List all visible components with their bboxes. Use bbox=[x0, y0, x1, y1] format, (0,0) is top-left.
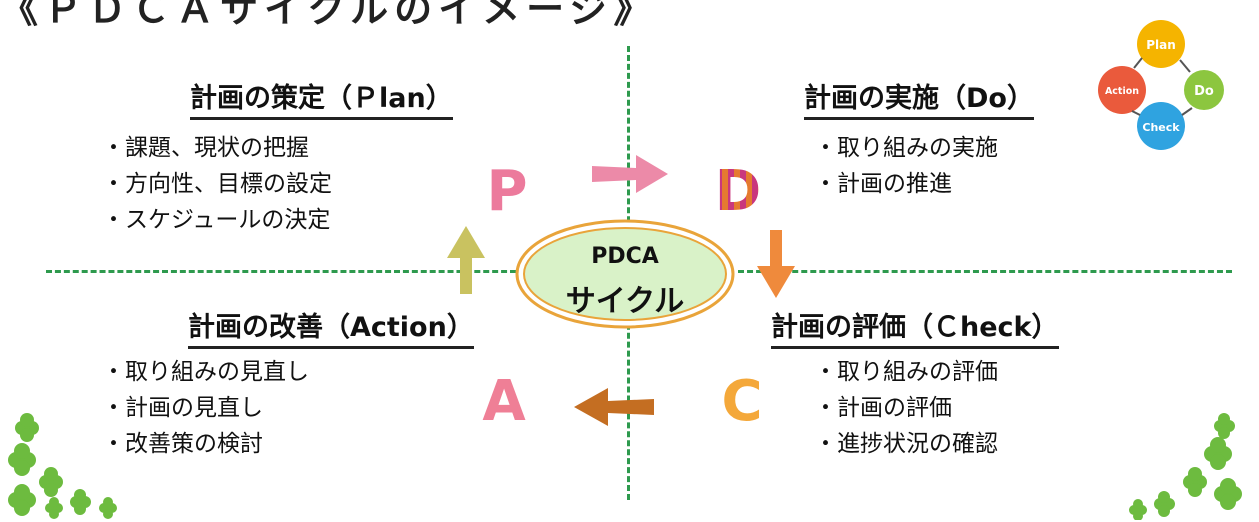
clover-decoration-left-icon bbox=[8, 413, 117, 519]
center-label-cycle: サイクル bbox=[565, 284, 685, 319]
check-item: ・進捗状況の確認 bbox=[814, 431, 998, 457]
svg-text:A: A bbox=[482, 370, 526, 428]
arrow-left-icon bbox=[574, 388, 654, 426]
do-item: ・計画の推進 bbox=[814, 171, 952, 197]
clover-decoration-right-icon bbox=[1129, 413, 1242, 520]
letter-p-icon: P bbox=[486, 160, 527, 218]
arrow-right-icon bbox=[592, 155, 668, 193]
check-heading: 計画の評価（Ｃheck） bbox=[771, 311, 1059, 349]
check-list: ・取り組みの評価 ・計画の評価 ・進捗状況の確認 bbox=[814, 354, 998, 462]
plan-item: ・スケジュールの決定 bbox=[102, 207, 331, 233]
arrow-up-icon bbox=[447, 226, 485, 294]
plan-item: ・方向性、目標の設定 bbox=[102, 171, 332, 197]
arrow-down-icon bbox=[757, 230, 795, 298]
pdca-center-ellipse bbox=[515, 219, 735, 329]
action-item: ・改善策の検討 bbox=[102, 431, 263, 457]
svg-text:Action: Action bbox=[1105, 86, 1139, 97]
svg-text:P: P bbox=[486, 160, 527, 218]
page-title: 《ＰＤＣＡサイクルのイメージ》 bbox=[0, 0, 658, 31]
check-item: ・計画の評価 bbox=[814, 395, 952, 421]
action-list: ・取り組みの見直し ・計画の見直し ・改善策の検討 bbox=[102, 354, 309, 462]
center-label-pdca: PDCA bbox=[591, 244, 659, 269]
do-heading: 計画の実施（Do） bbox=[804, 82, 1034, 120]
svg-text:C: C bbox=[721, 370, 762, 428]
svg-text:Do: Do bbox=[1194, 84, 1214, 99]
action-item: ・計画の見直し bbox=[102, 395, 263, 421]
do-item: ・取り組みの実施 bbox=[814, 135, 998, 161]
plan-heading: 計画の策定（Ｐlan） bbox=[190, 82, 453, 120]
svg-text:D: D bbox=[715, 160, 761, 218]
letter-d-icon: D bbox=[715, 160, 761, 218]
pdca-cycle-badge-icon: Plan Do Check Action bbox=[1098, 20, 1224, 150]
horizontal-divider-right bbox=[738, 270, 1232, 273]
letter-a-icon: A bbox=[482, 370, 526, 428]
do-list: ・取り組みの実施 ・計画の推進 bbox=[814, 130, 998, 202]
letter-c-icon: C bbox=[721, 370, 762, 428]
plan-item: ・課題、現状の把握 bbox=[102, 135, 309, 161]
check-item: ・取り組みの評価 bbox=[814, 359, 998, 385]
svg-text:Plan: Plan bbox=[1146, 38, 1176, 52]
svg-text:Check: Check bbox=[1142, 121, 1180, 134]
horizontal-divider-left bbox=[46, 270, 516, 273]
action-item: ・取り組みの見直し bbox=[102, 359, 309, 385]
plan-list: ・課題、現状の把握 ・方向性、目標の設定 ・スケジュールの決定 bbox=[102, 130, 332, 238]
action-heading: 計画の改善（Action） bbox=[188, 311, 474, 349]
